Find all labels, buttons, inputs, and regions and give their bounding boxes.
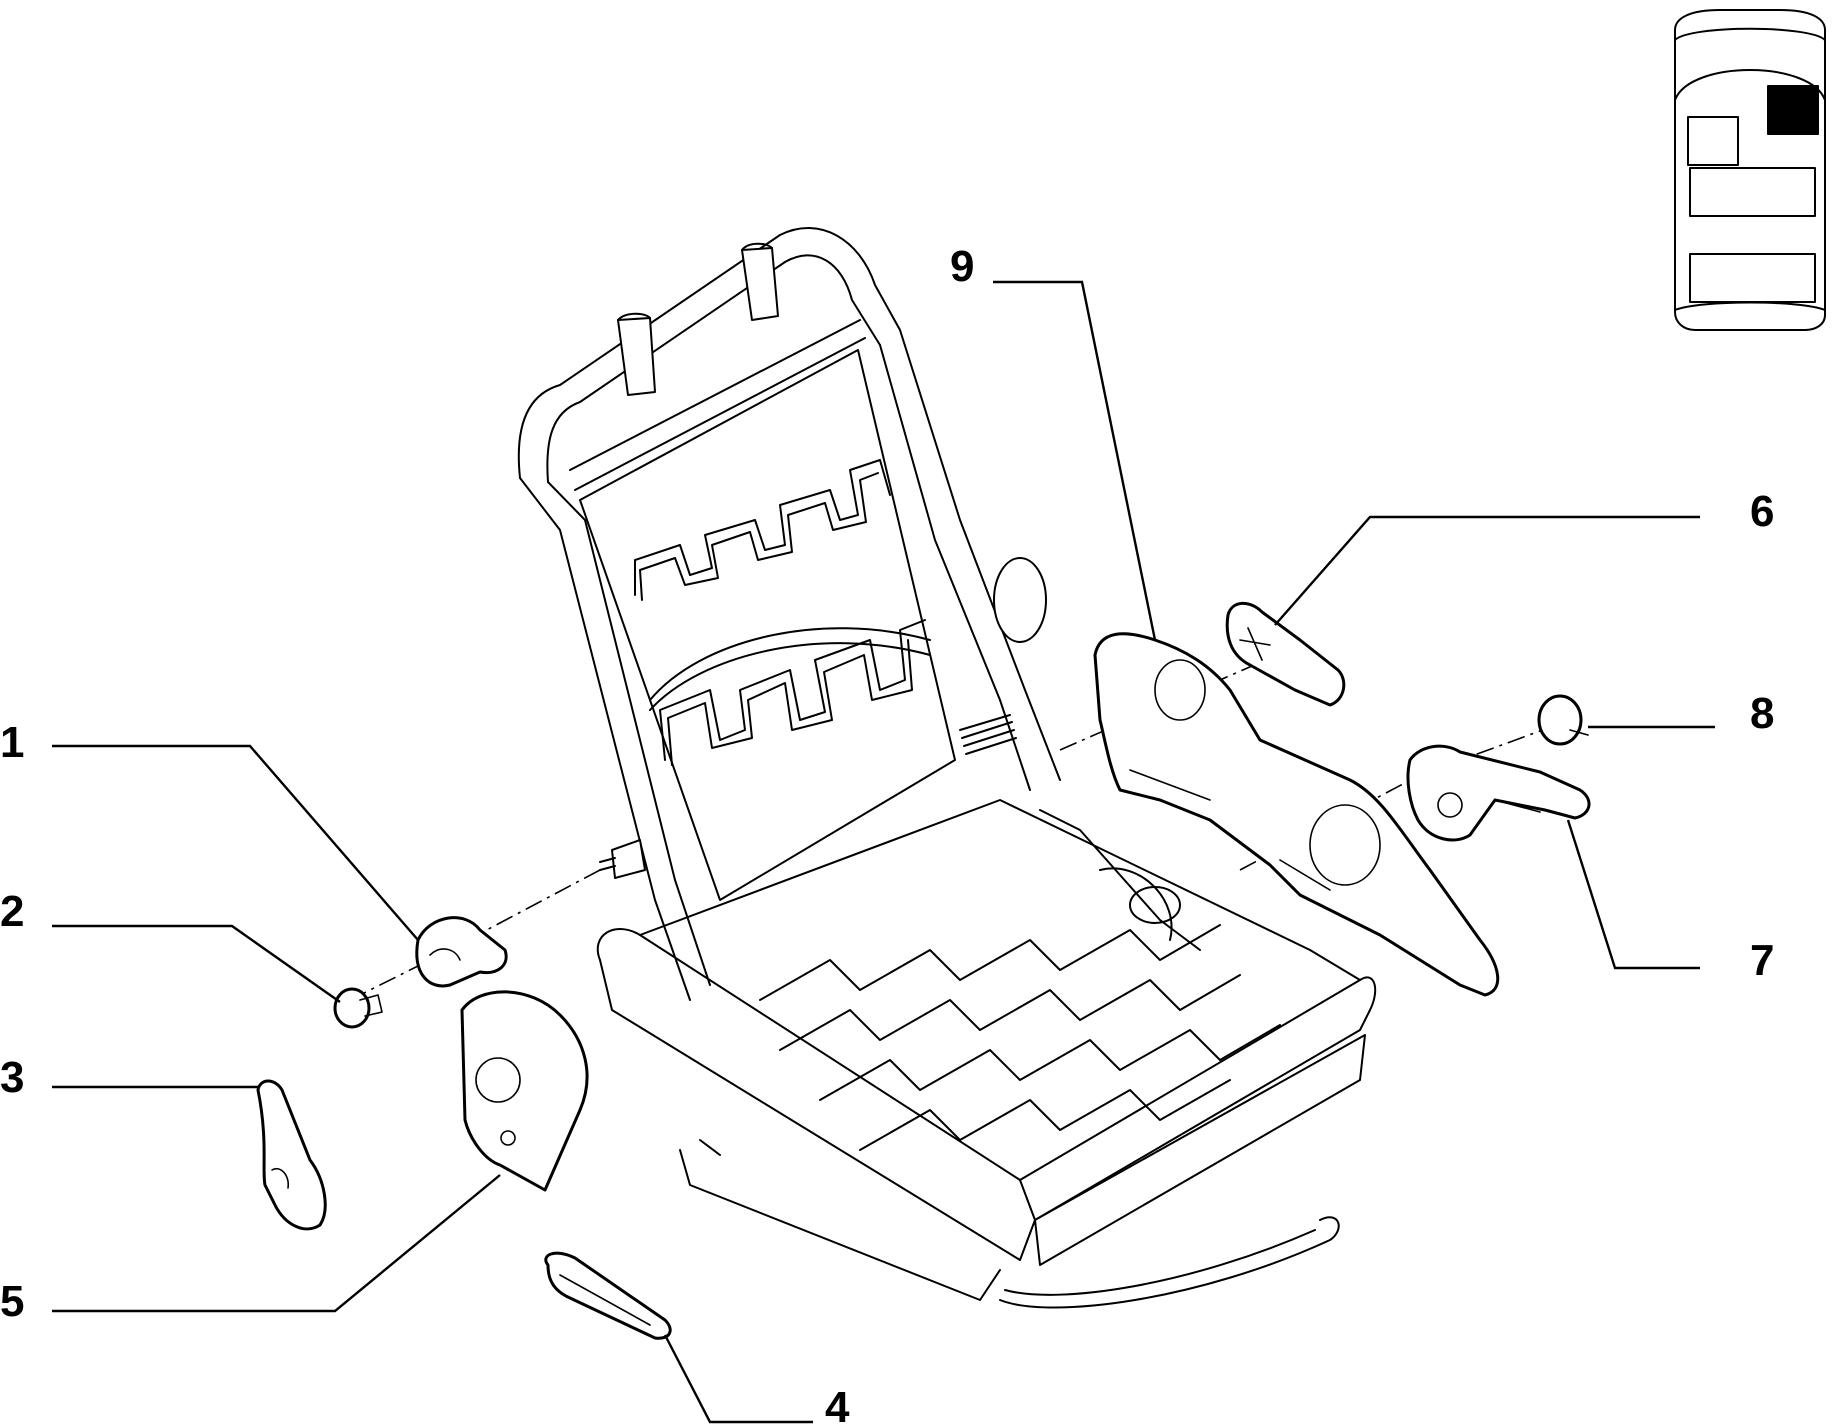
leader-9: [993, 280, 1157, 641]
leader-6: [1274, 515, 1700, 626]
part-5-side-cover: [460, 990, 589, 1192]
callout-8: 8: [1750, 689, 1774, 738]
locator-seat-front-right: [1767, 85, 1819, 135]
vehicle-locator: [1674, 9, 1826, 331]
part-7-armrest-handle: [1406, 744, 1591, 842]
leader-4: [663, 1334, 813, 1424]
callout-4: 4: [825, 1383, 850, 1428]
callout-7: 7: [1750, 936, 1774, 985]
callout-6: 6: [1750, 487, 1774, 536]
callout-1: 1: [0, 718, 24, 767]
part-8-cap: [1537, 694, 1589, 746]
locator-rear-bench: [1689, 167, 1816, 217]
part-4-handle: [544, 1251, 672, 1340]
part-3-lever: [256, 1079, 327, 1231]
callout-9: 9: [950, 242, 974, 291]
locator-third-row: [1689, 253, 1816, 303]
callout-5: 5: [0, 1277, 24, 1326]
callout-2: 2: [0, 887, 24, 936]
seat-frame: [517, 227, 1377, 1309]
locator-seat-front-left: [1687, 116, 1739, 166]
callout-numbers: 1 2 3 4 5 6 7 8 9: [0, 242, 1774, 1428]
leader-5: [52, 1174, 501, 1313]
part-2-clip: [333, 987, 383, 1029]
leader-2: [52, 924, 341, 1003]
callout-3: 3: [0, 1053, 24, 1102]
leader-1: [52, 744, 419, 941]
leader-lines: [52, 280, 1715, 1424]
part-1-knob: [415, 916, 508, 988]
part-6-small-cover: [1225, 601, 1346, 707]
leader-7: [1566, 819, 1700, 970]
